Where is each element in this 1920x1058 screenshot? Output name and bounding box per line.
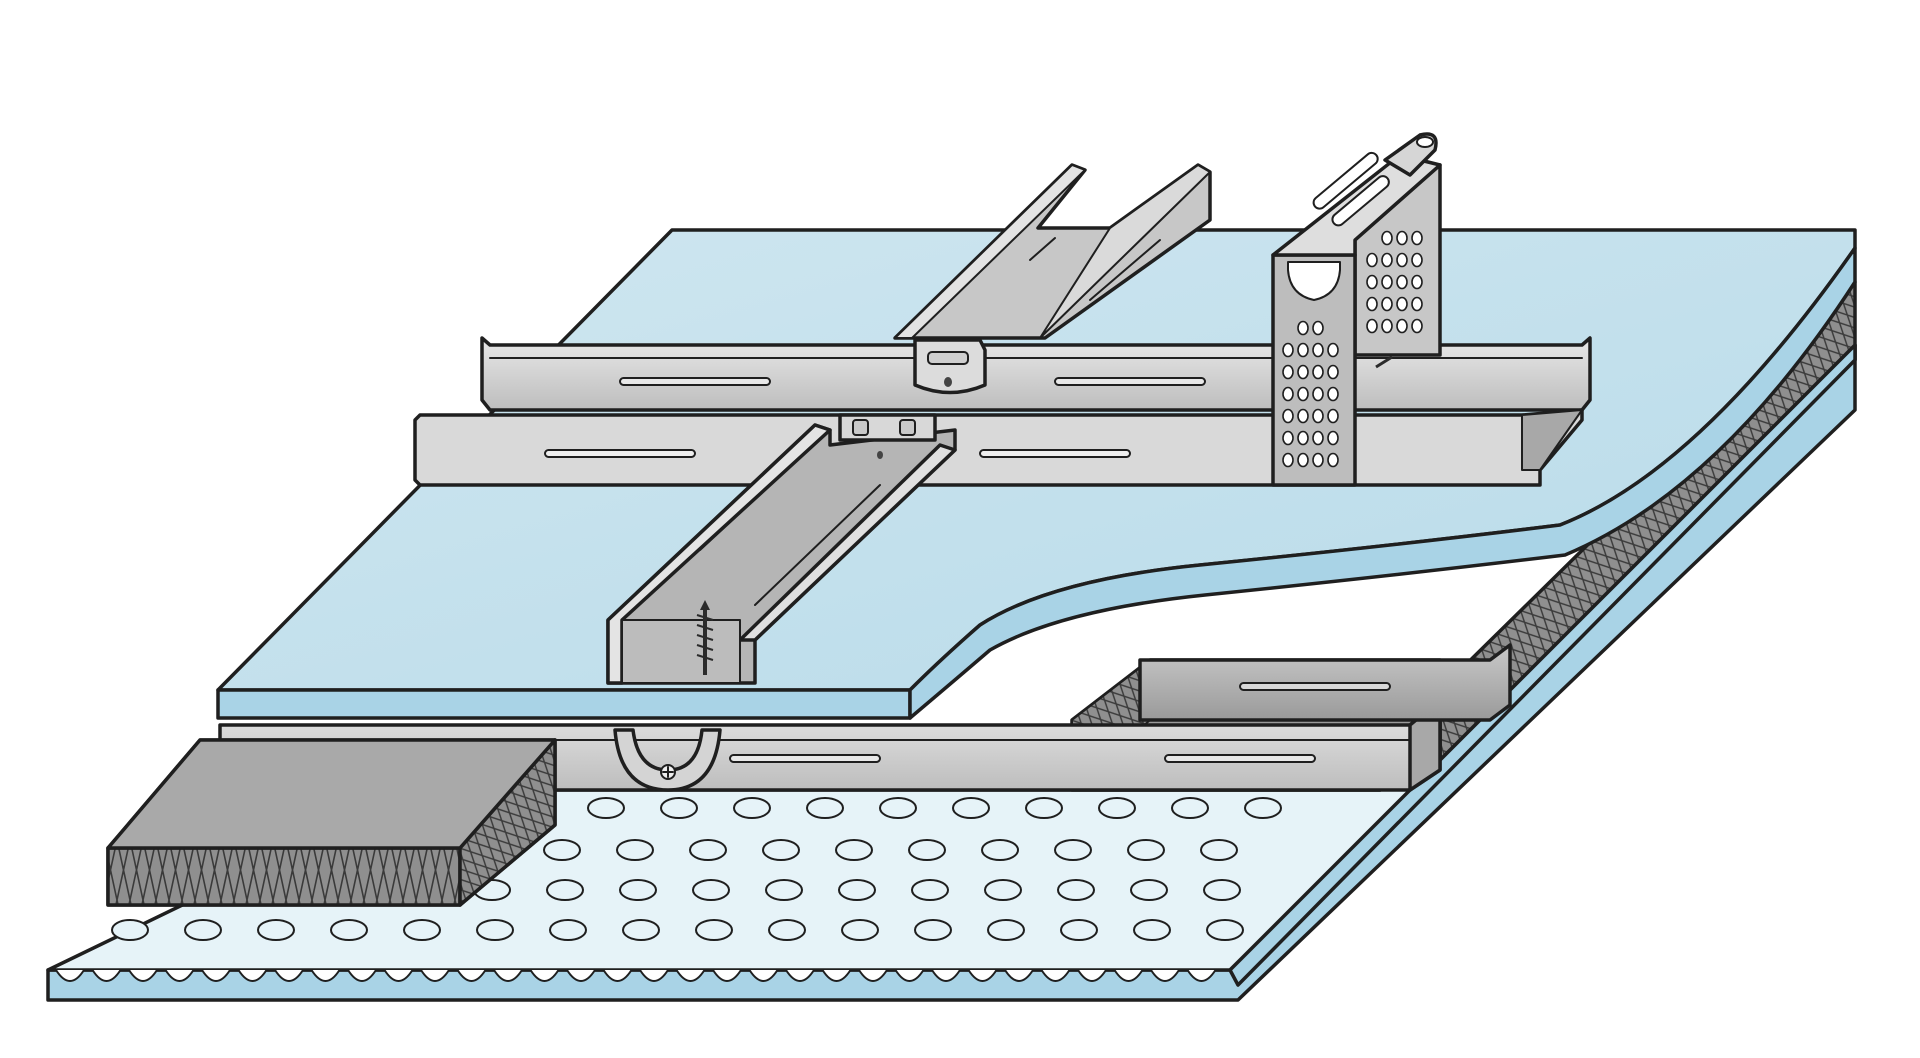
cd-profile-lower-back [1138,643,1512,722]
hanger-perforation-front [1282,320,1339,468]
mineral-wool-insulation [106,738,557,907]
screw [696,600,714,675]
hanger-perforation-back [1366,230,1423,334]
cd-profile-lower [606,413,957,685]
cross-connector [913,338,987,395]
board-edge-profile [55,969,1217,982]
cd-profile-upper-front [413,408,1584,487]
direct-hanger [1271,132,1442,487]
anchor-hanger-clip [613,728,722,792]
cd-profile-diagonal-back [893,163,1212,340]
